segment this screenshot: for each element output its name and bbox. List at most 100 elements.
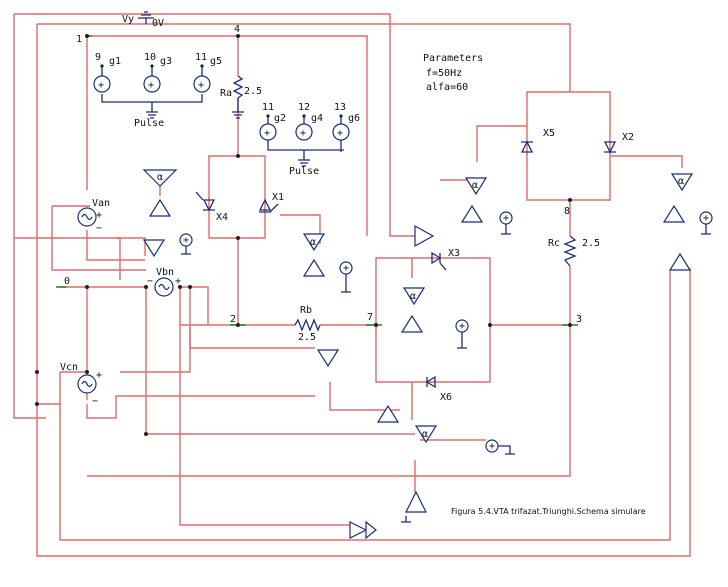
control-unit-3: α +	[414, 177, 513, 248]
node-markers	[56, 35, 578, 326]
parameter-frequency: f=50Hz	[426, 68, 462, 79]
gate-name-g4: g4	[311, 113, 323, 124]
node-label-2: 2	[230, 314, 236, 325]
node-label-1: 1	[76, 34, 82, 45]
gate-num-13: 13	[334, 102, 346, 113]
gate-num-12: 12	[298, 102, 310, 113]
source-vbn: Vbn − +	[147, 267, 181, 297]
parameters-block: Parameters f=50Hz alfa=60	[423, 53, 483, 93]
svg-text:+: +	[337, 128, 343, 139]
svg-text:+: +	[264, 128, 270, 139]
svg-text:+: +	[703, 213, 709, 224]
source-vbn-plus: +	[175, 276, 181, 287]
dc-source-icon: +	[499, 211, 513, 225]
gate-name-g5: g5	[210, 56, 222, 67]
resistor-rc: Rc 2.5	[548, 235, 600, 267]
gate-name-g1: g1	[109, 56, 121, 67]
pulse-label-top: Pulse	[134, 118, 164, 129]
source-van-plus: +	[96, 210, 102, 221]
gate-name-g2: g2	[274, 113, 286, 124]
control-unit-6: α +	[349, 425, 515, 540]
svg-text:+: +	[183, 235, 189, 246]
source-van-minus: −	[96, 223, 102, 234]
source-vcn-label: Vcn	[60, 362, 78, 373]
thyristor-x3: X3	[431, 248, 460, 271]
gate-num-10: 10	[144, 52, 156, 63]
thyristor-x5-label: X5	[543, 128, 555, 139]
dc-source-icon: +	[179, 233, 193, 247]
control-unit-5: α +	[376, 287, 469, 423]
svg-text:+: +	[343, 263, 349, 274]
gate-num-11: 11	[195, 52, 207, 63]
svg-text:+: +	[300, 128, 306, 139]
thyristor-x5: X5	[520, 128, 555, 153]
thyristor-x1-label: X1	[272, 192, 284, 203]
alpha-label-1: α	[157, 172, 163, 183]
pulse-label-mid: Pulse	[289, 166, 319, 177]
svg-text:+: +	[503, 213, 509, 224]
dc-source-icon: +	[455, 319, 469, 333]
figure-caption: Figura 5.4.VTA trifazat.Triunghi.Schema …	[451, 507, 646, 516]
source-vcn-plus: +	[96, 370, 102, 381]
alpha-label-5: α	[410, 291, 416, 302]
alpha-label-2: α	[310, 237, 316, 248]
svg-text:+: +	[459, 321, 465, 332]
gate-num-9: 9	[95, 52, 101, 63]
source-vcn-minus: −	[92, 396, 98, 407]
alpha-label-6: α	[422, 429, 428, 440]
alpha-label-3: α	[472, 180, 478, 191]
source-vbn-minus: −	[147, 276, 153, 287]
dc-source-icon: +	[259, 123, 277, 141]
parameter-alfa: alfa=60	[426, 82, 468, 93]
resistor-ra-value: 2.5	[244, 86, 262, 97]
svg-text:+: +	[98, 80, 104, 91]
node-label-8: 8	[564, 206, 570, 217]
dc-source-icon: +	[143, 75, 161, 93]
ground-label: Vy	[122, 14, 134, 25]
dc-source-icon: +	[193, 75, 211, 93]
svg-text:+: +	[148, 80, 154, 91]
svg-text:+: +	[489, 441, 495, 452]
gate-num-11b: 11	[262, 102, 274, 113]
dc-source-icon: +	[339, 261, 353, 275]
resistor-rc-value: 2.5	[582, 238, 600, 249]
source-van-label: Van	[92, 198, 110, 209]
parameters-title: Parameters	[423, 53, 483, 64]
resistor-rb: Rb 2.5	[294, 305, 321, 343]
resistor-rb-name: Rb	[300, 305, 312, 316]
thyristor-x4-label: X4	[216, 212, 228, 223]
thyristor-x1: X1	[258, 192, 284, 213]
thyristor-x2: X2	[603, 132, 634, 154]
source-vcn: Vcn + −	[60, 362, 102, 407]
thyristor-x6: X6	[425, 375, 452, 403]
alpha-label-4: α	[678, 176, 684, 187]
control-unit-1: α +	[142, 169, 193, 258]
resistor-ra-name: Ra	[220, 88, 232, 99]
junction-dots	[35, 34, 572, 436]
svg-text:+: +	[198, 80, 204, 91]
node-label-7: 7	[367, 312, 373, 323]
ground-vy: Vy 0V	[122, 11, 164, 29]
node-label-0: 0	[64, 276, 70, 287]
resistor-ra: Ra 2.5	[220, 75, 262, 119]
dc-source-icon: +	[295, 123, 313, 141]
dc-source-icon: +	[93, 75, 111, 93]
thyristor-x4: X4	[195, 191, 228, 223]
source-van: Van + −	[77, 198, 110, 234]
node-label-3: 3	[576, 314, 582, 325]
wire-network	[13, 13, 691, 557]
node-label-4: 4	[234, 24, 240, 35]
source-vbn-label: Vbn	[156, 267, 174, 278]
dc-source-icon: +	[699, 211, 713, 225]
dc-source-icon: +	[332, 123, 350, 141]
thyristor-x3-label: X3	[448, 248, 460, 259]
gate-sources-mid: + + + 11 12 13 g2 g4 g6 Pulse	[259, 102, 360, 177]
resistor-rb-value: 2.5	[298, 332, 316, 343]
ground-value: 0V	[152, 18, 164, 29]
resistor-rc-name: Rc	[548, 238, 560, 249]
gate-name-g3: g3	[160, 56, 172, 67]
control-unit-2: α +	[302, 233, 353, 368]
control-unit-4: α +	[662, 173, 713, 271]
